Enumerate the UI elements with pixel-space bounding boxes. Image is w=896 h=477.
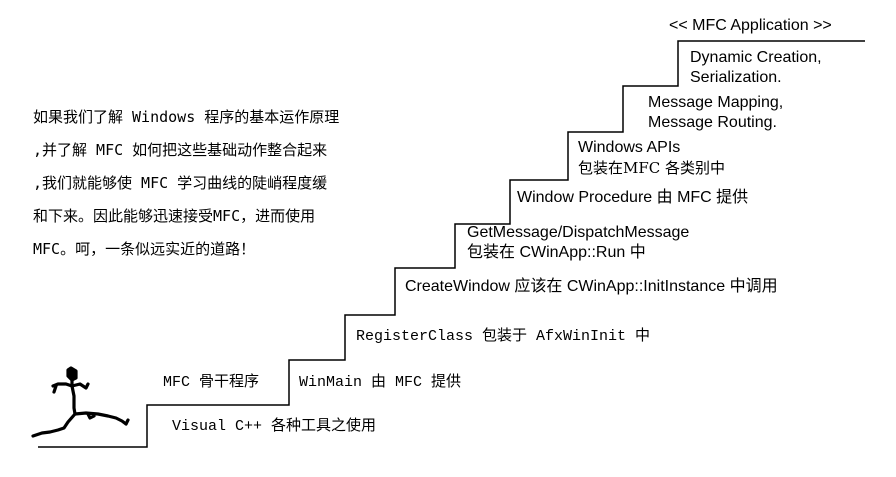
step-label-mfc-application: << MFC Application >> (669, 17, 832, 34)
step-label-registerclass: RegisterClass 包装于 AfxWinInit 中 (356, 328, 651, 345)
step-label-createwindow: CreateWindow 应该在 CWinApp::InitInstance 中… (405, 278, 778, 295)
paragraph-line: ,我们就能够使 MFC 学习曲线的陡峭程度缓 (33, 174, 328, 192)
paragraph-line: 如果我们了解 Windows 程序的基本运作原理 (33, 108, 340, 126)
step-label-serialization: Serialization. (690, 69, 782, 86)
running-stick-figure-icon (31, 366, 130, 438)
step-label-windows-apis-wrapped: 包装在MFC 各类别中 (578, 159, 726, 177)
step-label-windows-apis: Windows APIs (578, 139, 681, 156)
step-label-visual-cpp: Visual C++ 各种工具之使用 (172, 418, 377, 435)
staircase-outline (38, 40, 865, 448)
paragraph-line: ,并了解 MFC 如何把这些基础动作整合起来 (33, 141, 328, 159)
step-label-winmain: WinMain 由 MFC 提供 (299, 374, 462, 391)
step-label-cwinapp-run: 包装在 CWinApp::Run 中 (467, 244, 646, 261)
paragraph-line: 和下来。因此能够迅速接受MFC，进而使用 (33, 207, 316, 225)
step-label-dynamic-creation: Dynamic Creation, (690, 49, 822, 66)
step-label-window-procedure: Window Procedure 由 MFC 提供 (517, 189, 749, 206)
intro-paragraph: 如果我们了解 Windows 程序的基本运作原理 ,并了解 MFC 如何把这些基… (33, 101, 433, 266)
step-label-message-routing: Message Routing. (648, 114, 777, 131)
paragraph-line: MFC。呵，一条似远实近的道路！ (33, 240, 256, 258)
step-label-getmessage: GetMessage/DispatchMessage (467, 224, 690, 241)
step-label-message-mapping: Message Mapping, (648, 94, 784, 111)
step-label-mfc-skeleton: MFC 骨干程序 (163, 374, 260, 391)
